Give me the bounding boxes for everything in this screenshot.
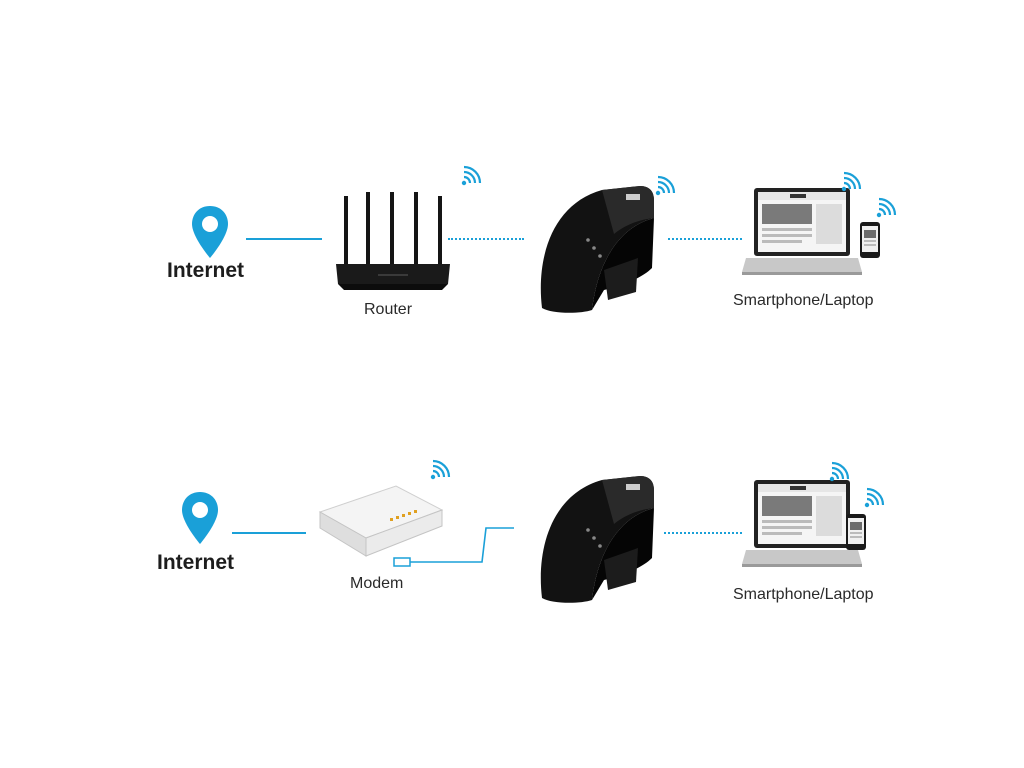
laptop-device [742, 480, 874, 570]
wireless-link [664, 532, 742, 534]
ethernet-cable [390, 520, 520, 570]
wifi-signal-icon [841, 171, 862, 192]
smartphone-device [846, 514, 866, 550]
wired-link [232, 532, 306, 534]
clients-label: Smartphone/Laptop [733, 586, 874, 603]
wifi-signal-icon [461, 165, 482, 186]
repeater-device [532, 178, 658, 314]
location-pin-icon [190, 204, 230, 260]
internet-label: Internet [167, 259, 245, 282]
smartphone-device [860, 222, 880, 258]
wifi-signal-icon [430, 459, 451, 480]
laptop-device [742, 188, 874, 278]
modem-label: Modem [350, 575, 404, 592]
router-device [330, 192, 456, 296]
location-pin-icon [180, 490, 220, 546]
wifi-signal-icon [829, 461, 850, 482]
router-label: Router [364, 301, 413, 318]
wireless-link [448, 238, 524, 240]
clients-label: Smartphone/Laptop [733, 292, 874, 309]
repeater-device [532, 468, 658, 604]
wifi-signal-icon [864, 487, 885, 508]
wifi-signal-icon [655, 175, 676, 196]
wired-link [246, 238, 322, 240]
internet-label: Internet [157, 551, 235, 574]
wifi-signal-icon [876, 197, 897, 218]
wireless-link [668, 238, 742, 240]
modem-device [316, 482, 444, 568]
